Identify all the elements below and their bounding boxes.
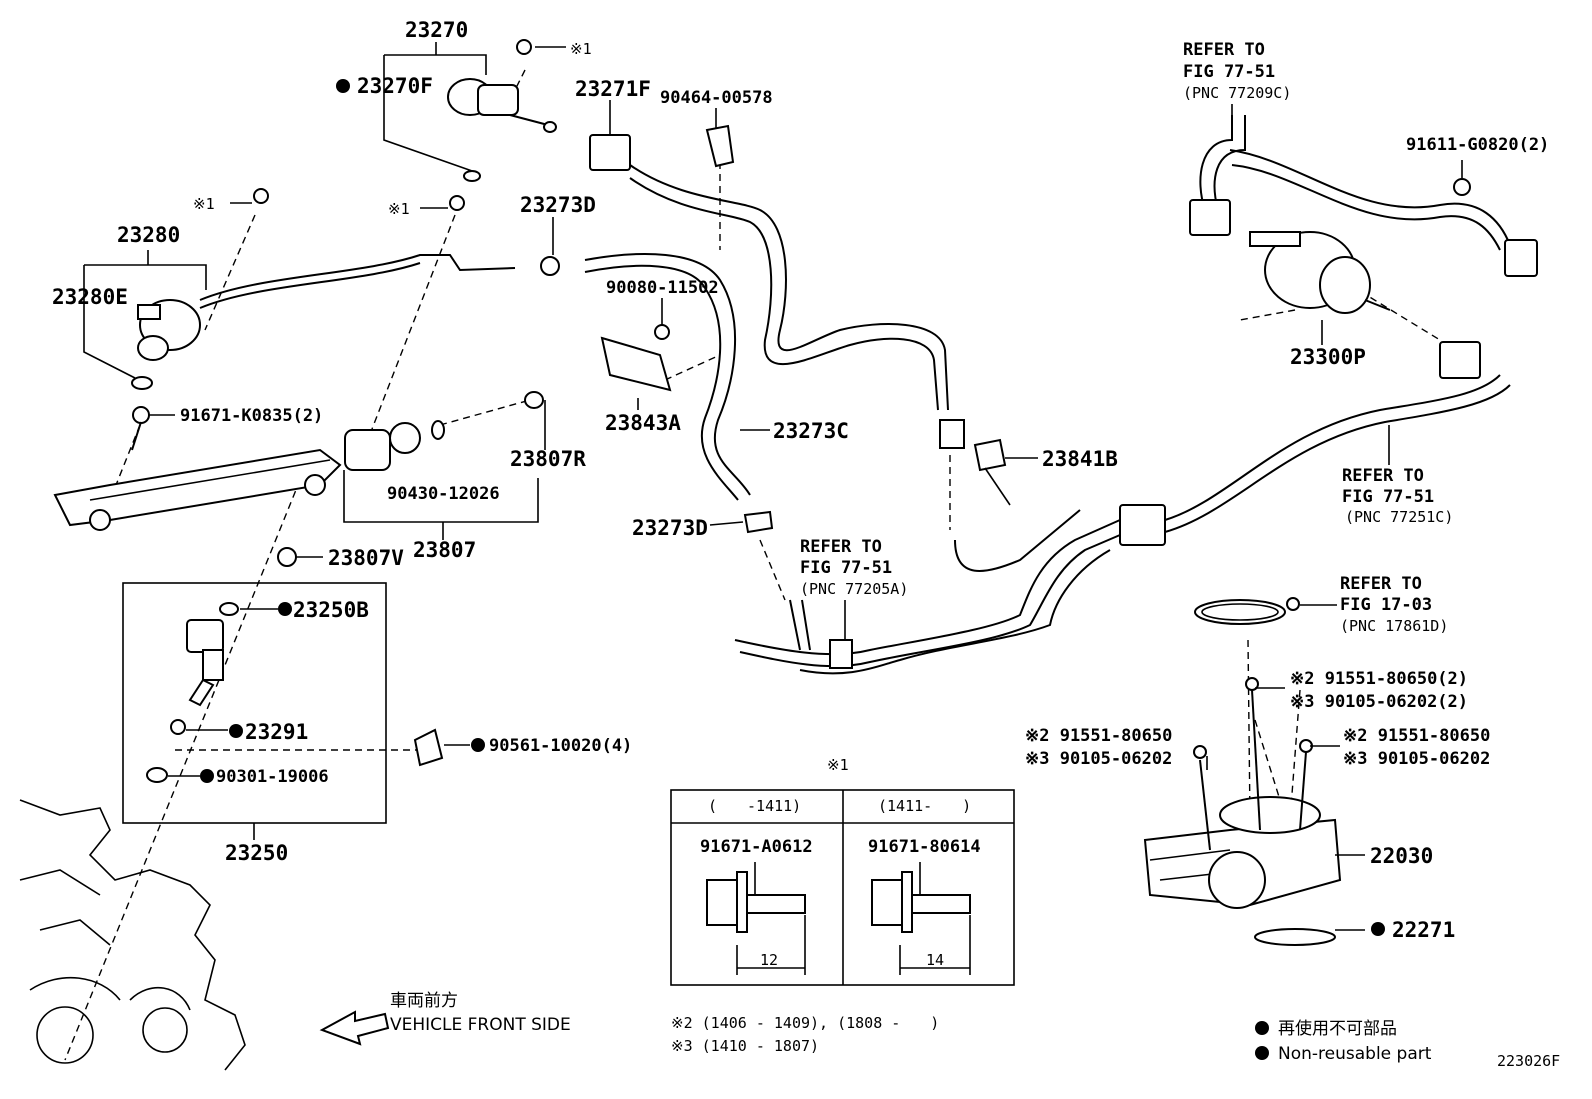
table-col1-header: ( -1411): [708, 797, 801, 815]
purge-pump-23300P: [1189, 115, 1538, 314]
figure-id: 223026F: [1497, 1052, 1560, 1070]
label-91671-K0835: 91671-K0835(2): [180, 406, 323, 426]
bolt-right-1: ※2 91551-80650: [1343, 726, 1490, 746]
bolt-right-top-1: ※2 91551-80650(2): [1290, 669, 1468, 689]
label-23270: 23270: [405, 18, 468, 42]
ref-77209C-line1: REFER TO: [1183, 40, 1265, 60]
label-23300P: 23300P: [1290, 345, 1366, 369]
front-label-en: VEHICLE FRONT SIDE: [390, 1015, 571, 1035]
label-22271: 22271: [1392, 918, 1455, 942]
ref-77205A-line2: FIG 77-51: [800, 558, 892, 578]
table-col2-part: 91671-80614: [868, 837, 981, 857]
label-22030: 22030: [1370, 844, 1433, 868]
ref-17861D-line1: REFER TO: [1340, 574, 1422, 594]
bolt-callouts: ※2 91551-80650(2) ※3 90105-06202(2) ※2 9…: [1025, 669, 1490, 769]
bottom-fuel-tubes: [734, 341, 1511, 675]
label-leaders: [148, 46, 1463, 931]
label-23280E: 23280E: [52, 285, 128, 309]
bolt-table-text: ※1 ( -1411) (1411- ) 91671-A0612 91671-8…: [700, 756, 981, 969]
ref-77251C-line1: REFER TO: [1342, 466, 1424, 486]
footnote-2: ※2 (1406 - 1409), (1808 - ): [671, 1014, 939, 1032]
bolt-left-1: ※2 91551-80650: [1025, 726, 1172, 746]
legend-dot-icon: [1255, 1021, 1269, 1035]
throttle-body-22030: [1143, 597, 1342, 946]
ref-17861D-line3: (PNC 17861D): [1340, 617, 1448, 635]
label-23843A: 23843A: [605, 411, 681, 435]
table-col2-dim: 14: [926, 951, 944, 969]
label-23280: 23280: [117, 223, 180, 247]
ref-77205A-line1: REFER TO: [800, 537, 882, 557]
label-23291: 23291: [245, 720, 308, 744]
label-23273D-top: 23273D: [520, 193, 596, 217]
mark-1-b: ※1: [193, 195, 215, 213]
label-23273D-bottom: 23273D: [632, 516, 708, 540]
ref-17861D-line2: FIG 17-03: [1340, 595, 1432, 615]
table-col1-dim: 12: [760, 951, 778, 969]
mark-1-a: ※1: [570, 40, 592, 58]
ref-77251C-line3: (PNC 77251C): [1345, 508, 1453, 526]
fuel-delivery-pipe: [53, 391, 544, 567]
ref-77209C-line2: FIG 77-51: [1183, 62, 1275, 82]
label-90561-10020: 90561-10020(4): [489, 736, 632, 756]
table-col1-part: 91671-A0612: [700, 837, 813, 857]
part-labels: 23270 23270F ※1 23271F 90464-00578 ※1 ※1…: [52, 18, 1549, 942]
legend: 再使用不可部品 Non-reusable part 223026F: [1255, 1018, 1560, 1070]
label-23807: 23807: [413, 538, 476, 562]
center-fuel-hoses: [540, 124, 1011, 534]
label-23250B: 23250B: [293, 598, 369, 622]
front-label-jp: 車両前方: [390, 991, 458, 1011]
label-23807V: 23807V: [328, 546, 404, 570]
label-90301-19006: 90301-19006: [216, 767, 329, 787]
legend-en: Non-reusable part: [1278, 1044, 1432, 1064]
vehicle-front-indicator: 車両前方 VEHICLE FRONT SIDE: [319, 991, 571, 1046]
label-23250: 23250: [225, 841, 288, 865]
engine-block-outline: [19, 799, 246, 1071]
label-90080-11502: 90080-11502: [606, 278, 719, 298]
label-23807R: 23807R: [510, 447, 586, 471]
table-col2-header: (1411- ): [878, 797, 971, 815]
mark-1-c: ※1: [388, 200, 410, 218]
bolt-right-top-2: ※3 90105-06202(2): [1290, 692, 1468, 712]
front-arrow-icon: [319, 1010, 390, 1046]
table-mark: ※1: [827, 756, 849, 774]
ref-77251C-line2: FIG 77-51: [1342, 487, 1434, 507]
pressure-regulator-23280: [83, 188, 516, 390]
label-23270F: 23270F: [357, 74, 433, 98]
label-90464-00578: 90464-00578: [660, 88, 773, 108]
footnotes: ※2 (1406 - 1409), (1808 - ) ※3 (1410 - 1…: [671, 1014, 939, 1055]
non-reusable-dot: [336, 79, 350, 93]
legend-jp: 再使用不可部品: [1278, 1018, 1397, 1039]
bolt-right-2: ※3 90105-06202: [1343, 749, 1490, 769]
injector-assembly-box: [122, 582, 444, 840]
label-91611-G0820: 91611-G0820(2): [1406, 135, 1549, 155]
ref-77209C-line3: (PNC 77209C): [1183, 84, 1291, 102]
ref-77205A-line3: (PNC 77205A): [800, 580, 908, 598]
pressure-regulator-23270: [383, 39, 557, 182]
label-23841B: 23841B: [1042, 447, 1118, 471]
bolt-left-2: ※3 90105-06202: [1025, 749, 1172, 769]
label-90430-12026: 90430-12026: [387, 484, 500, 504]
footnote-3: ※3 (1410 - 1807): [671, 1037, 819, 1055]
label-23271F: 23271F: [575, 77, 651, 101]
reference-notes: REFER TO FIG 77-51 (PNC 77209C) REFER TO…: [800, 40, 1453, 635]
bolt-table: [670, 789, 1015, 986]
label-23273C: 23273C: [773, 419, 849, 443]
